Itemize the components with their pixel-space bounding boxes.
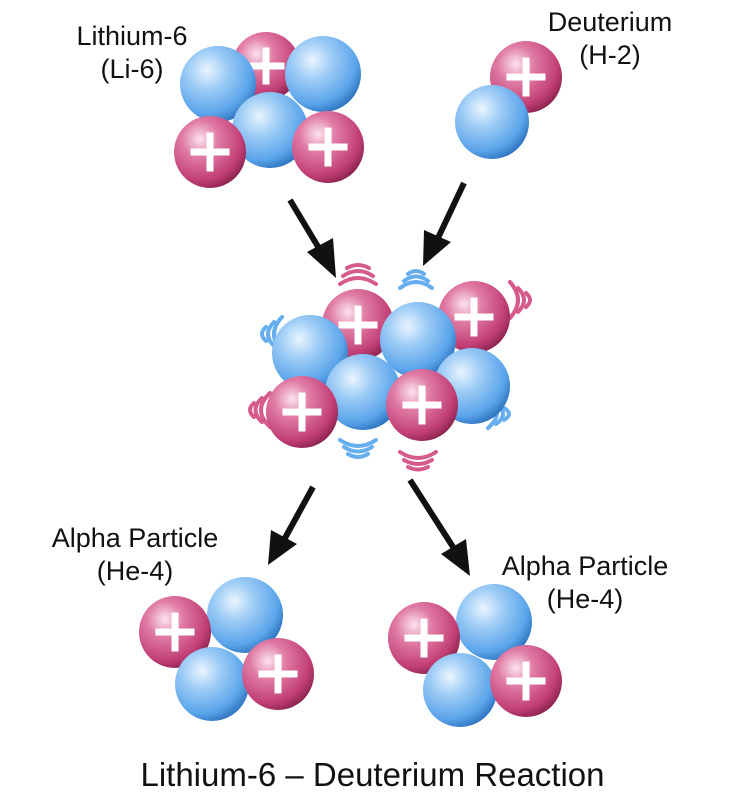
alpha-particle-left-symbol: (He-4) xyxy=(96,556,174,586)
compound-nucleus xyxy=(248,263,532,472)
neutron xyxy=(423,653,497,727)
neutron xyxy=(272,315,348,391)
diagram-caption: Lithium-6 – Deuterium Reaction xyxy=(140,756,605,793)
proton xyxy=(174,116,246,188)
proton xyxy=(490,645,562,717)
neutron xyxy=(456,584,532,660)
neutron xyxy=(285,36,361,112)
alpha-particle-left-name: Alpha Particle xyxy=(51,523,219,553)
lithium-6-nucleus xyxy=(174,32,364,188)
arrow-down-icon xyxy=(287,198,336,278)
alpha-particle-left xyxy=(139,577,314,721)
proton xyxy=(388,602,460,674)
lithium-6-name: Lithium-6 xyxy=(76,21,188,51)
lithium-6-label: Lithium-6 (Li-6) xyxy=(52,20,212,86)
neutron xyxy=(232,92,308,168)
alpha-particle-right xyxy=(388,584,562,727)
alpha-particle-right-symbol: (He-4) xyxy=(546,584,624,614)
deuterium-label: Deuterium (H-2) xyxy=(520,6,700,72)
neutron xyxy=(325,354,401,430)
proton xyxy=(292,111,364,183)
neutron xyxy=(180,46,256,122)
alpha-particle-right-label: Alpha Particle (He-4) xyxy=(470,550,700,616)
deuterium-name: Deuterium xyxy=(547,7,673,37)
deuterium-symbol: (H-2) xyxy=(579,40,641,70)
arrow-down-icon xyxy=(407,478,470,576)
arrow-down-icon xyxy=(268,485,316,565)
neutron xyxy=(175,647,249,721)
proton xyxy=(242,638,314,710)
alpha-particle-left-label: Alpha Particle (He-4) xyxy=(20,522,250,588)
proton xyxy=(386,369,458,441)
proton xyxy=(139,596,211,668)
neutron xyxy=(207,577,283,653)
alpha-particle-right-name: Alpha Particle xyxy=(501,551,669,581)
lithium-6-symbol: (Li-6) xyxy=(100,54,164,84)
proton xyxy=(438,281,510,353)
proton xyxy=(266,376,338,448)
deuterium-nucleus xyxy=(455,41,562,159)
neutron xyxy=(455,85,529,159)
arrow-down-icon xyxy=(423,181,467,266)
neutron xyxy=(380,302,456,378)
